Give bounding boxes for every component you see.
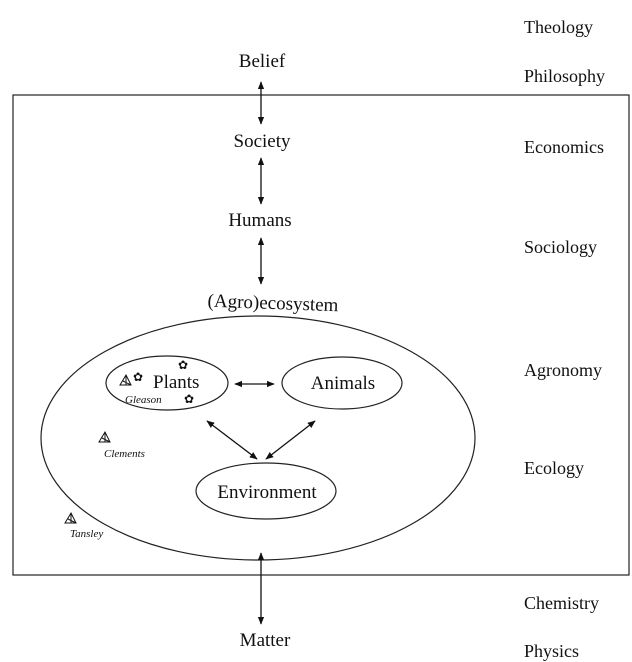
label-chemistry: Chemistry <box>524 593 599 613</box>
level-humans: Humans <box>228 210 292 231</box>
plants-ellipse <box>105 355 229 411</box>
system-boundary-box <box>12 94 630 576</box>
label-philosophy: Philosophy <box>524 66 606 86</box>
component-plants: Plants <box>153 372 200 393</box>
label-economics: Economics <box>524 137 604 157</box>
component-environment: Environment <box>217 482 317 503</box>
observer-triangle-icon <box>98 430 111 443</box>
arrow-plants-environment <box>206 420 258 460</box>
flower-icon: ✿ <box>184 392 195 406</box>
label-sociology: Sociology <box>524 237 598 257</box>
scientist-clements: Clements <box>104 448 145 460</box>
environment-ellipse <box>195 462 337 520</box>
scientist-tansley: Tansley <box>70 528 104 540</box>
scientist-gleason: Gleason <box>125 394 162 406</box>
level-society: Society <box>233 131 291 152</box>
label-theology: Theology <box>524 17 593 37</box>
flower-icon: ✿ <box>178 358 189 372</box>
label-agronomy: Agronomy <box>524 360 602 380</box>
animals-ellipse <box>281 356 403 410</box>
arrow-animals-environment <box>265 420 316 460</box>
label-physics: Physics <box>524 641 580 661</box>
observer-triangle-icon <box>119 373 132 386</box>
label-ecology: Ecology <box>524 458 584 478</box>
flower-icon: ✿ <box>133 370 144 384</box>
level-ecosystem: (Agro)ecosystem <box>207 290 339 317</box>
level-matter: Matter <box>239 630 291 651</box>
component-animals: Animals <box>310 373 376 394</box>
observer-triangle-icon <box>64 511 77 524</box>
level-belief: Belief <box>238 51 286 72</box>
